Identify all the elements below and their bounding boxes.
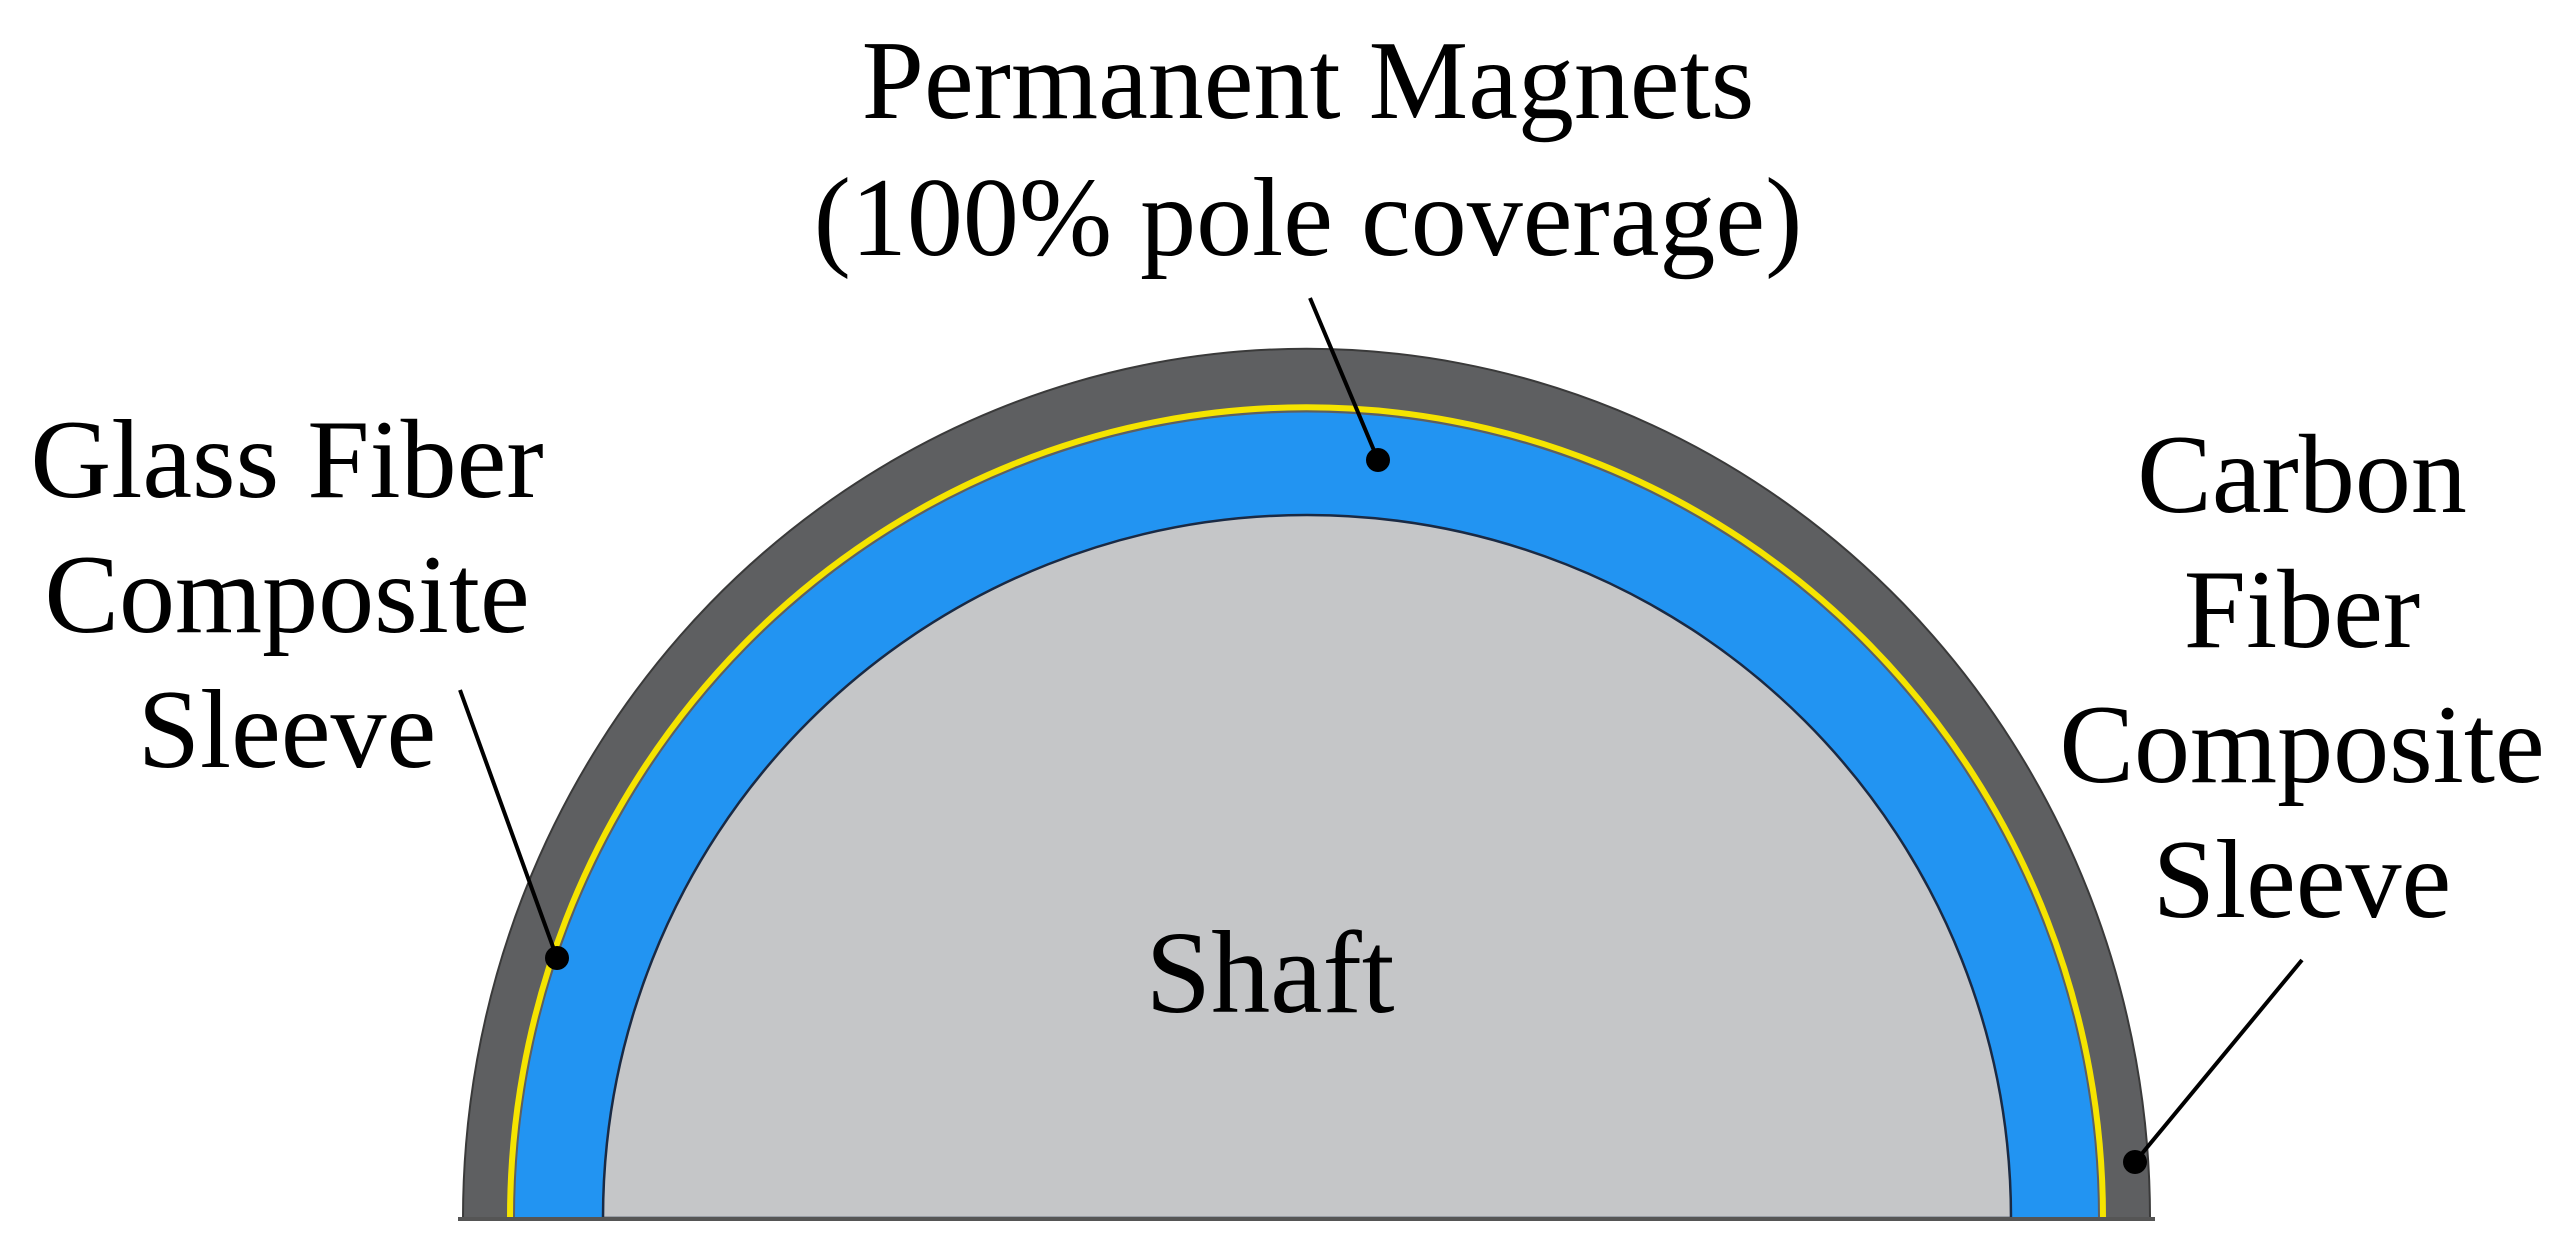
magnets-leader-line: [1308, 297, 1380, 461]
magnets-label-line2: (100% pole coverage): [814, 156, 1803, 280]
glass-sleeve-label-line3: Sleeve: [138, 668, 437, 792]
glass-fiber-sleeve: [507, 404, 2106, 1219]
carbon-sleeve-leader-dot: [2123, 1150, 2147, 1174]
magnets-label-line1: Permanent Magnets: [862, 19, 1755, 143]
shaft: [601, 513, 2013, 1220]
glass-sleeve-label-line2: Composite: [44, 533, 529, 657]
carbon-sleeve-label-line1: Carbon: [2137, 413, 2467, 537]
glass-sleeve-leader-dot: [545, 946, 569, 970]
glass-sleeve-label-line1: Glass Fiber: [30, 398, 543, 522]
carbon-sleeve-label-line2: Fiber: [2184, 548, 2420, 672]
glass-sleeve-leader-line: [458, 689, 559, 959]
magnets-leader-dot: [1366, 448, 1390, 472]
shaft-label: Shaft: [1145, 907, 1394, 1038]
carbon-sleeve-leader-line: [2133, 958, 2304, 1164]
carbon-sleeve-label-line3: Composite: [2059, 683, 2544, 807]
carbon-sleeve-label-line4: Sleeve: [2153, 818, 2452, 942]
